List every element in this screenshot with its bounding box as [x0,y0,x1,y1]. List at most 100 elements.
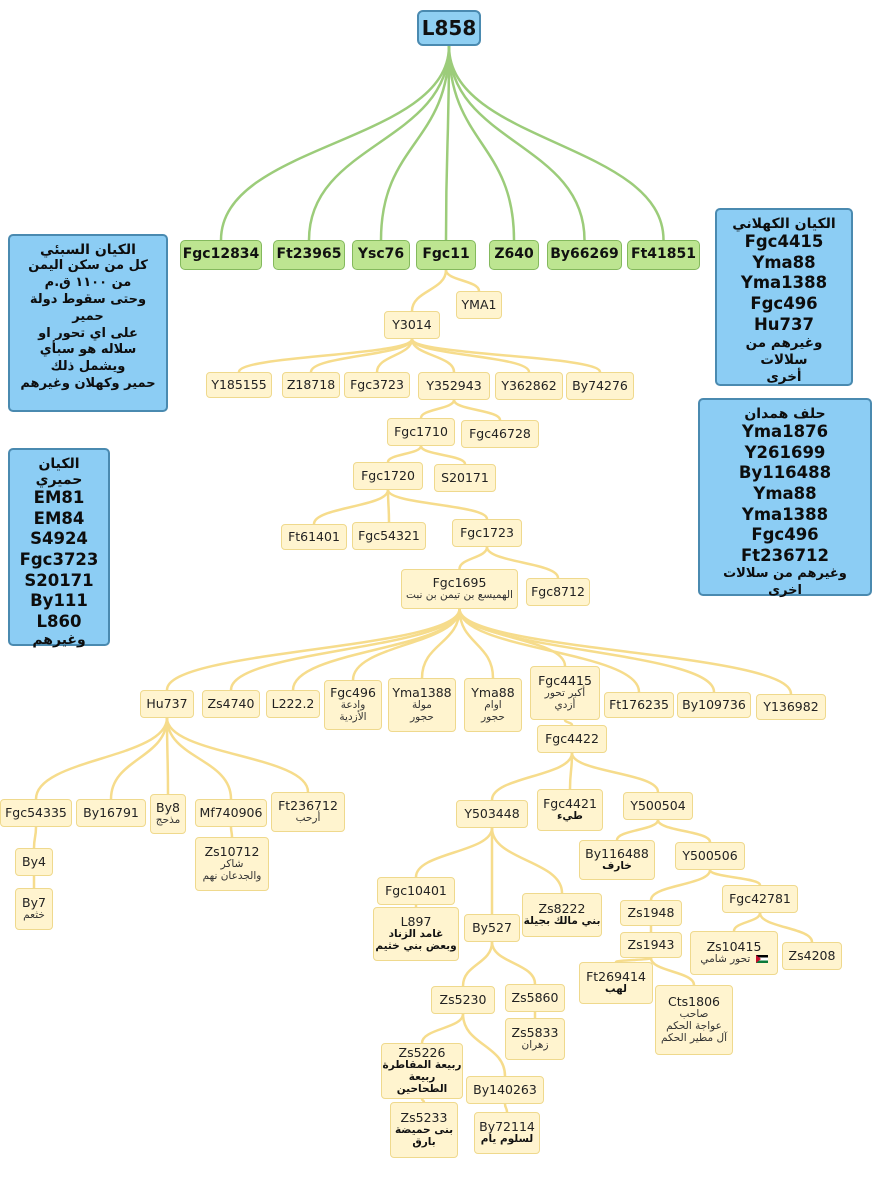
branch-fgc12834[interactable]: Fgc12834 [180,240,262,270]
node-label: Zs4740 [207,696,255,711]
edge-node-fgc1723-to-node-fgc1695 [458,546,489,570]
node-fgc10401[interactable]: Fgc10401 [377,877,455,905]
jordan-flag-icon [755,955,768,964]
node-label: Y3014 [392,317,432,332]
info-line: Fgc3723 [19,549,99,569]
node-by527[interactable]: By527 [464,914,520,942]
node-label: Ft269414 [586,969,646,985]
node-l2222[interactable]: L222.2 [266,690,320,718]
node-y352943[interactable]: Y352943 [418,372,490,400]
node-sublabel: أرحب [295,812,321,825]
node-fgc46728[interactable]: Fgc46728 [461,420,539,448]
branch-ft23965[interactable]: Ft23965 [273,240,345,270]
node-label: Y503448 [464,806,520,821]
node-y500504[interactable]: Y500504 [623,792,693,820]
node-y503448[interactable]: Y503448 [456,800,528,828]
node-fgc1720[interactable]: Fgc1720 [353,462,423,490]
node-zs1948[interactable]: Zs1948 [620,900,682,926]
node-fgc4422[interactable]: Fgc4422 [537,725,607,753]
node-label: Fgc4422 [545,731,599,746]
node-y3014[interactable]: Y3014 [384,311,440,339]
node-label: Fgc496 [330,685,376,701]
branch-by66269[interactable]: By66269 [547,240,622,270]
node-fgc42781[interactable]: Fgc42781 [722,885,798,913]
node-by4[interactable]: By4 [15,848,53,876]
node-sublabel: بني مالك بجيلة [523,915,601,928]
node-by140263[interactable]: By140263 [466,1076,544,1104]
node-zs4740[interactable]: Zs4740 [202,690,260,718]
node-fgc1723[interactable]: Fgc1723 [452,519,522,547]
node-ft176235[interactable]: Ft176235 [604,692,674,718]
node-zs1943[interactable]: Zs1943 [620,932,682,958]
info-line: S4924 [30,529,88,549]
node-sublabel: مولة حجور [410,699,434,723]
node-fgc54335[interactable]: Fgc54335 [0,799,72,827]
node-label: Zs1948 [627,905,675,920]
node-y185155[interactable]: Y185155 [206,372,272,398]
edge-node-fgc1723-to-node-fgc8712 [485,546,560,579]
node-label: Hu737 [146,696,188,711]
edge-node-y503448-to-node-zs8222 [490,827,564,894]
root-node-l858[interactable]: L858 [417,10,481,46]
node-hu737[interactable]: Hu737 [140,690,194,718]
node-sublabel: غامد الزناد وبعض بني خثيم [375,928,457,952]
node-by16791[interactable]: By16791 [76,799,146,827]
node-z18718[interactable]: Z18718 [282,372,340,398]
node-y362862[interactable]: Y362862 [495,372,563,400]
edge-root-node-l858-to-branch-by66269 [447,45,586,241]
node-label: Zs5226 [398,1045,446,1061]
edge-node-fgc42781-to-node-zs4208 [758,912,814,943]
node-fgc1710[interactable]: Fgc1710 [387,418,455,446]
node-fgc8712[interactable]: Fgc8712 [526,578,590,606]
branch-ft41851[interactable]: Ft41851 [627,240,700,270]
node-zs4208[interactable]: Zs4208 [782,942,842,970]
info-line: EM81 [33,488,85,507]
node-mf740906[interactable]: Mf740906 [195,799,267,827]
info-title: حلف همدان [744,406,826,422]
node-label: Mf740906 [199,805,263,820]
node-sublabel: أكبر تحور أزدي [544,687,586,711]
node-yma1[interactable]: YMA1 [456,291,502,319]
node-label: By140263 [473,1082,537,1097]
branch-z640[interactable]: Z640 [489,240,539,270]
node-y500506[interactable]: Y500506 [675,842,745,870]
node-label: YMA1 [461,297,497,312]
node-zs5230[interactable]: Zs5230 [431,986,495,1014]
node-label: By72114 [479,1119,535,1135]
node-fgc3723[interactable]: Fgc3723 [344,372,410,398]
node-ft61401[interactable]: Ft61401 [281,524,347,550]
node-fgc54321[interactable]: Fgc54321 [352,522,426,550]
node-by109736[interactable]: By109736 [677,692,751,718]
node-zs5860[interactable]: Zs5860 [505,984,565,1012]
edge-node-y352943-to-node-fgc46728 [452,399,502,421]
info-line: S20171 [24,570,94,590]
branch-ysc76[interactable]: Ysc76 [352,240,410,270]
info-line: Fgc4415 [744,232,824,251]
node-by74276[interactable]: By74276 [566,372,634,400]
node-s20171[interactable]: S20171 [434,464,496,492]
node-label: Zs5860 [511,990,559,1005]
info-line: Y261699 [744,442,826,462]
node-y136982[interactable]: Y136982 [756,694,826,720]
branch-fgc11[interactable]: Fgc11 [416,240,476,270]
